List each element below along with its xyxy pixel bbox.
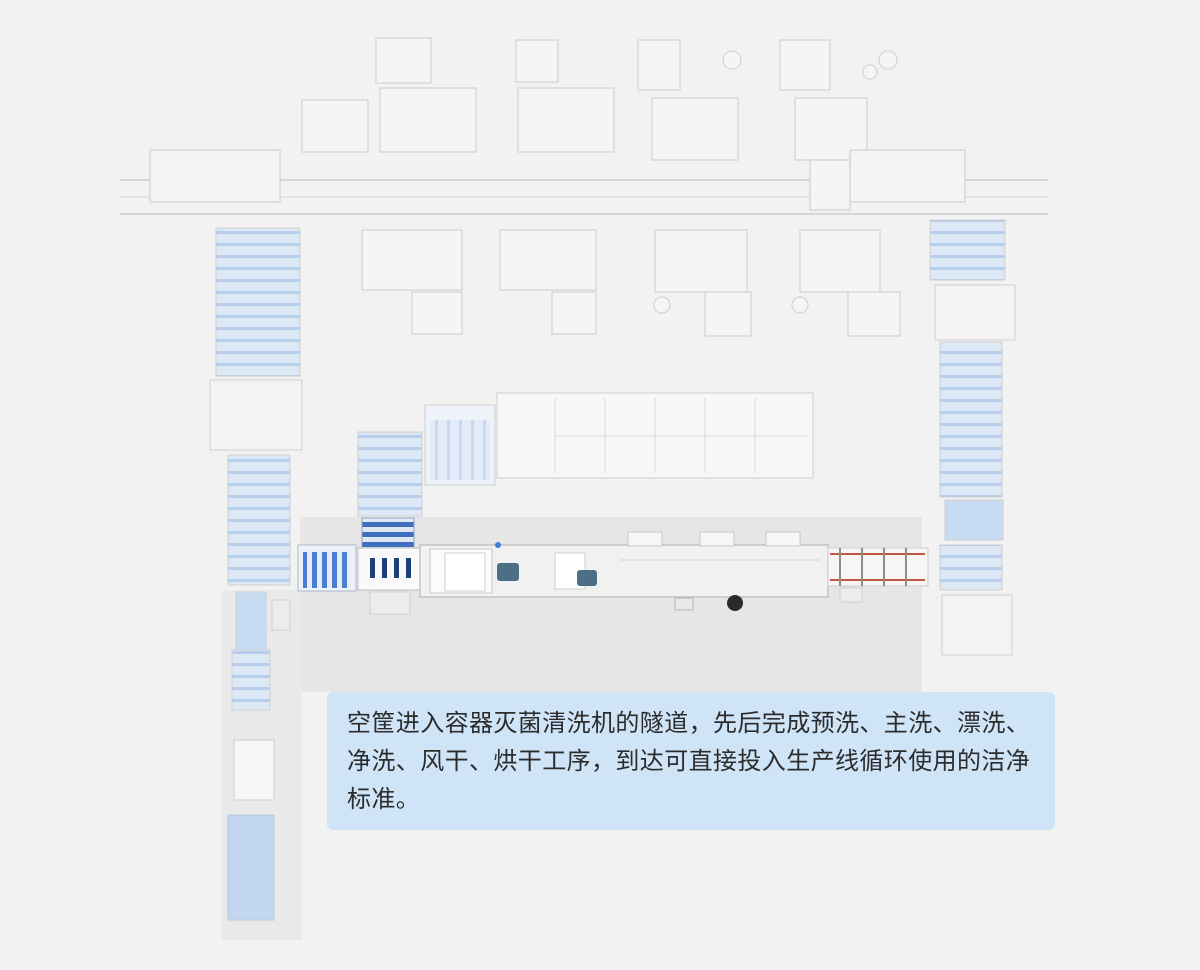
infeed-conveyor xyxy=(361,517,415,549)
outfeed-rails xyxy=(827,547,929,587)
top-machines xyxy=(301,37,898,161)
description-caption: 空筐进入容器灭菌清洗机的隧道，先后完成预洗、主洗、漂洗、净洗、风干、烘干工序，到… xyxy=(327,692,1055,830)
right-conveyor xyxy=(929,219,1016,656)
left-conveyor xyxy=(209,227,303,921)
feed-conveyor xyxy=(303,552,351,588)
motors xyxy=(495,542,597,586)
entry-module xyxy=(357,547,421,591)
washing-tunnel xyxy=(419,531,829,611)
middle-machines xyxy=(361,229,901,337)
central-rack xyxy=(424,392,814,486)
